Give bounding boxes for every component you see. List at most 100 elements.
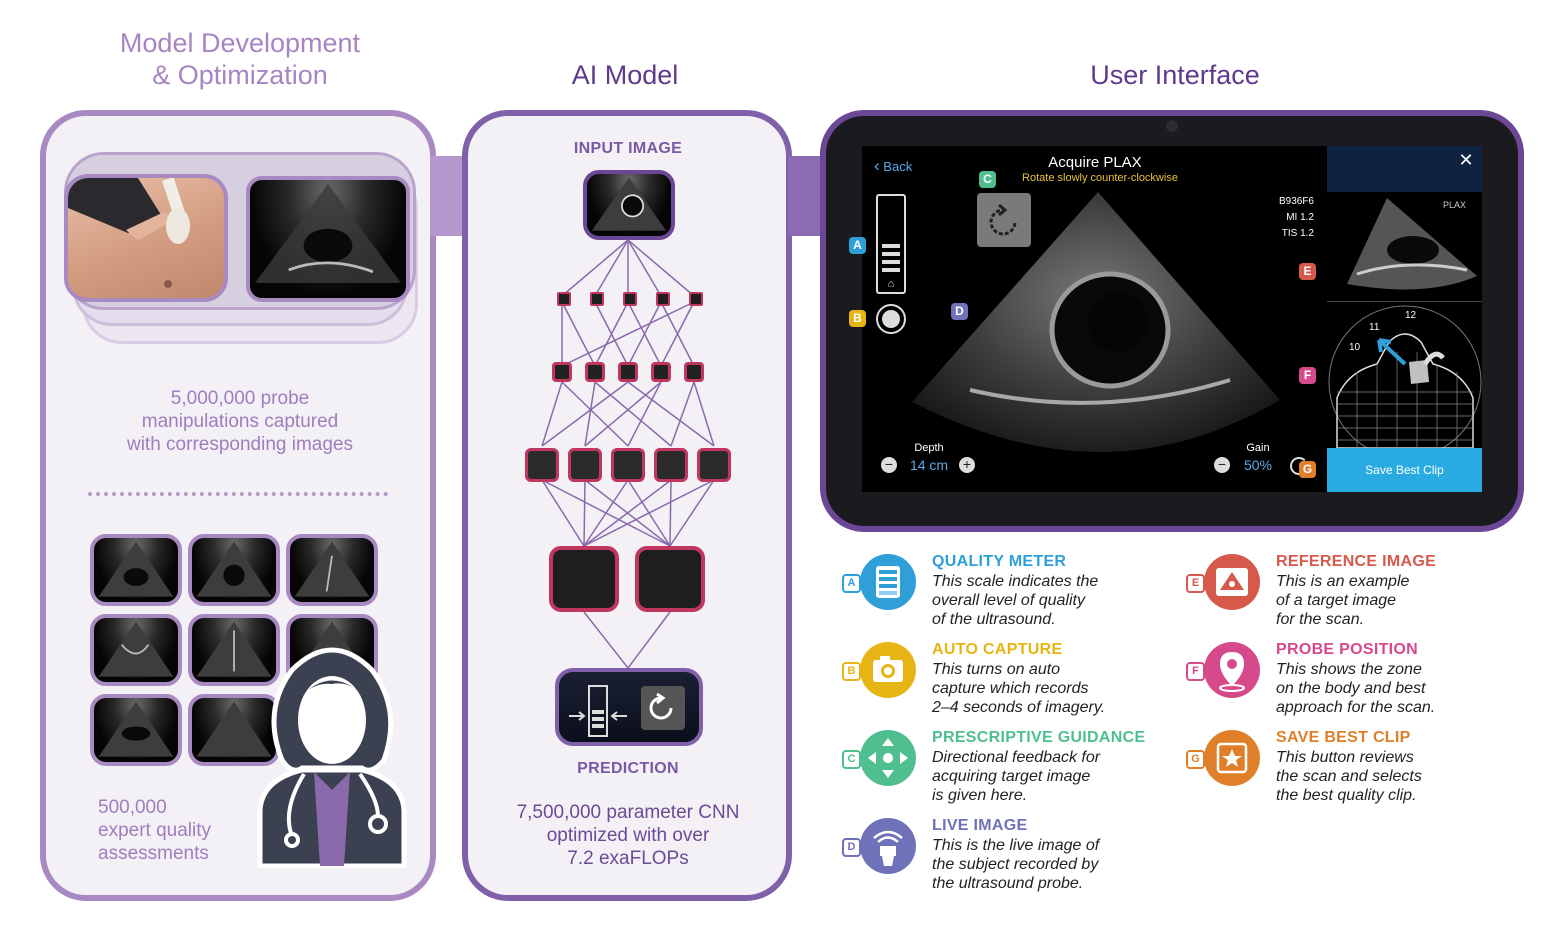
- network-node-layer2: [585, 362, 605, 382]
- legend-desc-auto-capture: This turns on auto capture which records…: [932, 661, 1106, 716]
- rotate-guidance-button[interactable]: [977, 193, 1031, 247]
- reference-tag: PLAX: [1442, 200, 1466, 210]
- legend-badge-a: A: [842, 574, 861, 593]
- probe-manipulations-caption: 5,000,000 probe manipulations captured w…: [126, 388, 353, 455]
- legend-desc-prescriptive-guidance: Directional feedback for acquiring targe…: [932, 749, 1101, 804]
- legend-badge-c: C: [842, 750, 861, 769]
- badge-g: G: [1299, 461, 1316, 478]
- scan-info: B936F6 MI 1.2 TIS 1.2: [1250, 194, 1314, 242]
- network-node-layer2: [618, 362, 638, 382]
- input-ultrasound-image: [583, 170, 675, 240]
- guidance-text: Rotate slowly counter-clockwise: [1022, 172, 1178, 184]
- badge-e: E: [1299, 263, 1316, 280]
- live-ultrasound-image: [912, 192, 1280, 452]
- info-line: MI 1.2: [1286, 212, 1314, 223]
- network-node-layer1: [689, 292, 703, 306]
- info-line: TIS 1.2: [1281, 228, 1314, 239]
- depth-label: Depth: [914, 442, 944, 454]
- title-ai-model: AI Model: [571, 60, 679, 90]
- legend-badge-g: G: [1186, 750, 1205, 769]
- assessment-image: [90, 534, 182, 606]
- reference-image-icon: [1204, 554, 1260, 610]
- probe-icon: [860, 818, 916, 874]
- reference-image-panel: PLAX: [1327, 194, 1482, 302]
- legend-title-auto-capture: AUTO CAPTURE: [932, 641, 1063, 658]
- prediction-quality-icon: [569, 685, 685, 737]
- rotate-ccw-icon: [989, 203, 1017, 236]
- legend-badge-d: D: [842, 838, 861, 857]
- network-node-layer1: [656, 292, 670, 306]
- legend-desc-probe-position: This shows the zone on the body and best…: [1276, 661, 1436, 716]
- probe-position-panel: 10 11 12: [1327, 302, 1482, 448]
- directional-arrows-icon: [860, 730, 916, 786]
- depth-increase-button[interactable]: +: [959, 457, 975, 473]
- side-panel-header: [1327, 146, 1482, 192]
- network-node-layer4: [635, 546, 705, 612]
- quality-meter-icon: [860, 554, 916, 610]
- legend-badge-f: F: [1186, 662, 1205, 681]
- tablet-camera: [1166, 120, 1178, 132]
- network-node-layer1: [557, 292, 571, 306]
- prediction-label: PREDICTION: [577, 760, 679, 777]
- legend-desc-live-image: This is the live image of the subject re…: [932, 837, 1100, 892]
- gain-decrease-button[interactable]: −: [1214, 457, 1230, 473]
- legend-title-probe-position: PROBE POSITION: [1276, 641, 1418, 658]
- info-line: B936F6: [1278, 196, 1314, 207]
- network-connections: [541, 239, 715, 669]
- legend-title-live-image: LIVE IMAGE: [932, 817, 1028, 834]
- badge-b: B: [849, 310, 866, 327]
- depth-decrease-button[interactable]: −: [881, 457, 897, 473]
- expert-doctor-icon: [252, 640, 412, 869]
- legend-title-prescriptive-guidance: PRESCRIPTIVE GUIDANCE: [932, 729, 1146, 746]
- badge-c: C: [979, 171, 996, 188]
- legend-desc-quality-meter: This scale indicates the overall level o…: [932, 573, 1099, 628]
- title-user-interface: User Interface: [1090, 60, 1260, 90]
- network-node-layer3: [654, 448, 688, 482]
- assessment-image: [90, 694, 182, 766]
- back-button[interactable]: ‹ Back: [874, 156, 912, 176]
- legend-badge-e: E: [1186, 574, 1205, 593]
- capture-ultrasound-image: [246, 176, 410, 302]
- network-node-layer1: [590, 292, 604, 306]
- section-divider: [88, 492, 388, 496]
- zone-number: 12: [1405, 310, 1417, 321]
- badge-d: D: [951, 303, 968, 320]
- network-node-layer3: [611, 448, 645, 482]
- badge-f: F: [1299, 367, 1316, 384]
- close-button[interactable]: ✕: [1458, 150, 1474, 170]
- title-model-development: Model Development & Optimization: [119, 28, 361, 90]
- depth-value: 14 cm: [909, 457, 949, 473]
- expert-assessments-caption: 500,000 expert quality assessments: [98, 797, 212, 864]
- chevron-left-icon: ‹: [874, 156, 880, 175]
- cnn-caption: 7,500,000 parameter CNN optimized with o…: [516, 802, 740, 869]
- network-node-layer4: [549, 546, 619, 612]
- quality-meter: ⌂: [876, 194, 906, 294]
- probe-manipulation-photo: [64, 174, 228, 302]
- badge-a: A: [849, 237, 866, 254]
- network-node-layer1: [623, 292, 637, 306]
- assessment-image: [286, 534, 378, 606]
- body-wireframe: [1328, 305, 1482, 448]
- input-image-label: INPUT IMAGE: [573, 140, 683, 157]
- legend-desc-save-best-clip: This button reviews the scan and selects…: [1276, 749, 1422, 804]
- legend-title-reference-image: REFERENCE IMAGE: [1276, 553, 1437, 570]
- prediction-output: [555, 668, 703, 746]
- assessment-image: [188, 534, 280, 606]
- save-best-clip-button[interactable]: Save Best Clip: [1327, 448, 1482, 492]
- network-node-layer3: [525, 448, 559, 482]
- network-node-layer3: [568, 448, 602, 482]
- location-pin-icon: [1204, 642, 1260, 698]
- screen-title: Acquire PLAX: [1048, 154, 1142, 171]
- zone-number: 10: [1349, 342, 1361, 353]
- auto-capture-button[interactable]: [876, 304, 906, 334]
- legend-title-quality-meter: QUALITY METER: [932, 553, 1067, 570]
- star-badge-icon: [1204, 730, 1260, 786]
- network-node-layer2: [552, 362, 572, 382]
- network-node-layer2: [684, 362, 704, 382]
- network-node-layer3: [697, 448, 731, 482]
- gain-label: Gain: [1246, 442, 1270, 454]
- zone-number: 11: [1369, 322, 1380, 333]
- back-label: Back: [883, 159, 913, 174]
- assessment-image: [188, 614, 280, 686]
- legend-badge-b: B: [842, 662, 861, 681]
